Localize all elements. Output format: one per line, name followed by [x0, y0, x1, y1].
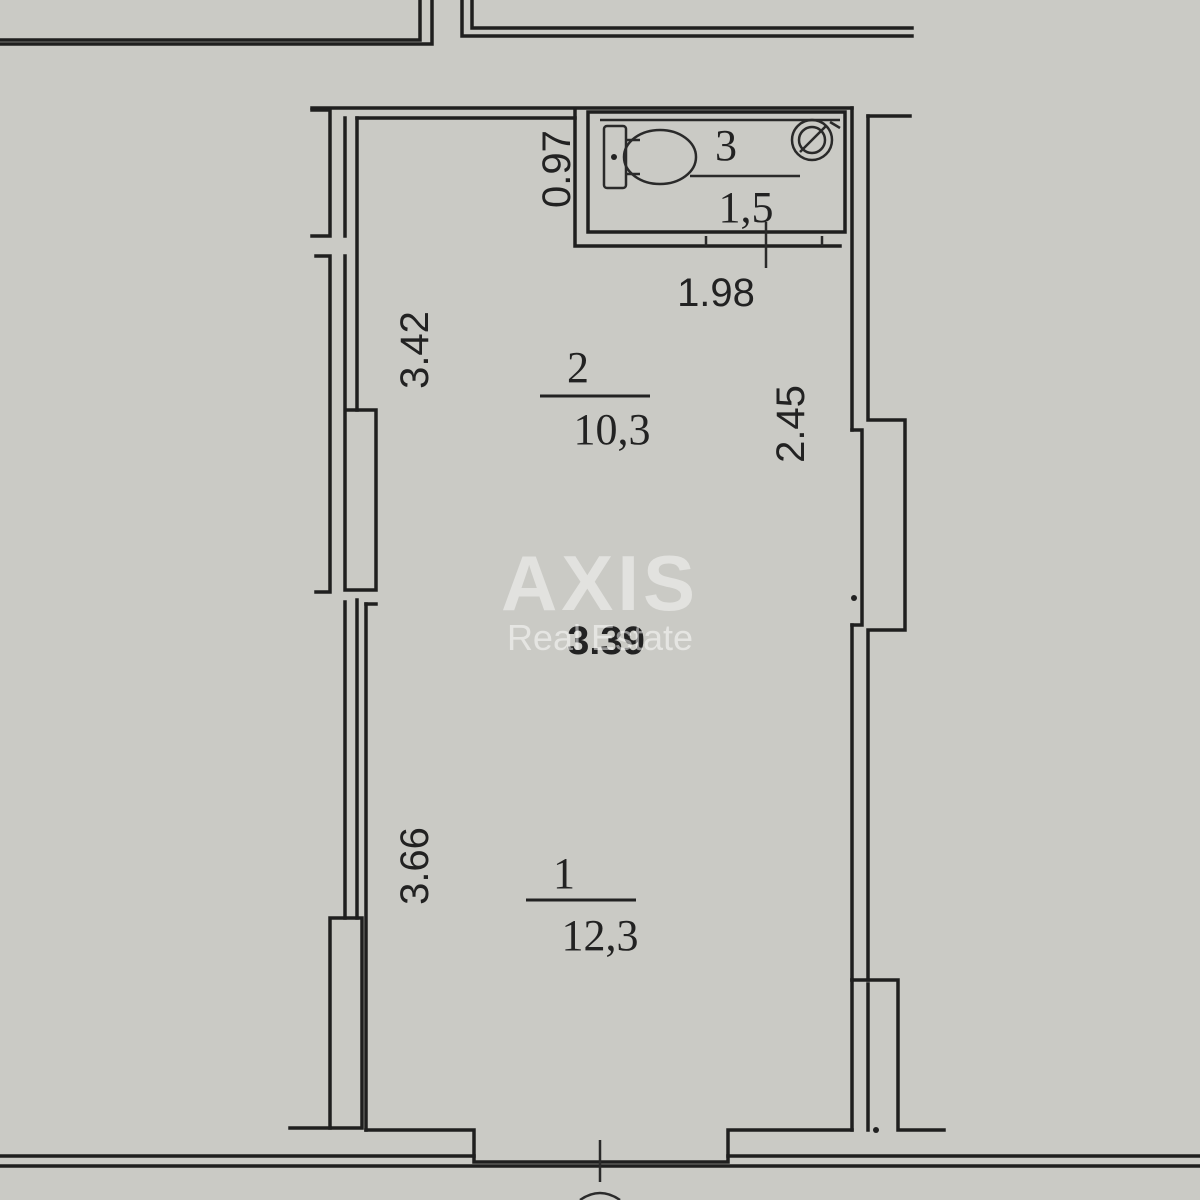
dimension-right-upper: 2.45	[769, 385, 813, 463]
entrance-door-icon	[579, 1140, 621, 1200]
room-number: 2	[567, 343, 589, 392]
dimension-left-upper: 3.42	[393, 311, 437, 389]
dimension-left-lower: 3.66	[393, 827, 437, 905]
dimension-bathroom-width: 1.98	[677, 271, 755, 315]
bathroom	[573, 108, 847, 268]
toilet-icon	[602, 124, 698, 190]
watermark-brand: AXIS	[501, 539, 699, 627]
room-number: 3	[715, 121, 737, 170]
dimension-room-width: 3.39	[567, 619, 645, 663]
wall-marker	[873, 1127, 879, 1133]
watermark-logo: AXIS Real Estate	[501, 539, 699, 658]
room-area: 10,3	[574, 405, 651, 454]
watermark-sub: Real Estate	[507, 617, 693, 658]
room-label-1: 1 12,3	[526, 849, 639, 960]
room-label-2: 2 10,3	[540, 343, 651, 454]
neighbor-rooms-top	[0, 0, 914, 46]
room-label-3: 3 1,5	[715, 121, 774, 232]
room-number: 1	[553, 849, 575, 898]
window-marker	[851, 595, 857, 601]
room-area: 1,5	[719, 183, 774, 232]
dimension-bathroom-height: 0.97	[535, 130, 579, 208]
apartment-walls	[0, 106, 1200, 1168]
sink-icon	[790, 118, 841, 162]
room-area: 12,3	[562, 911, 639, 960]
